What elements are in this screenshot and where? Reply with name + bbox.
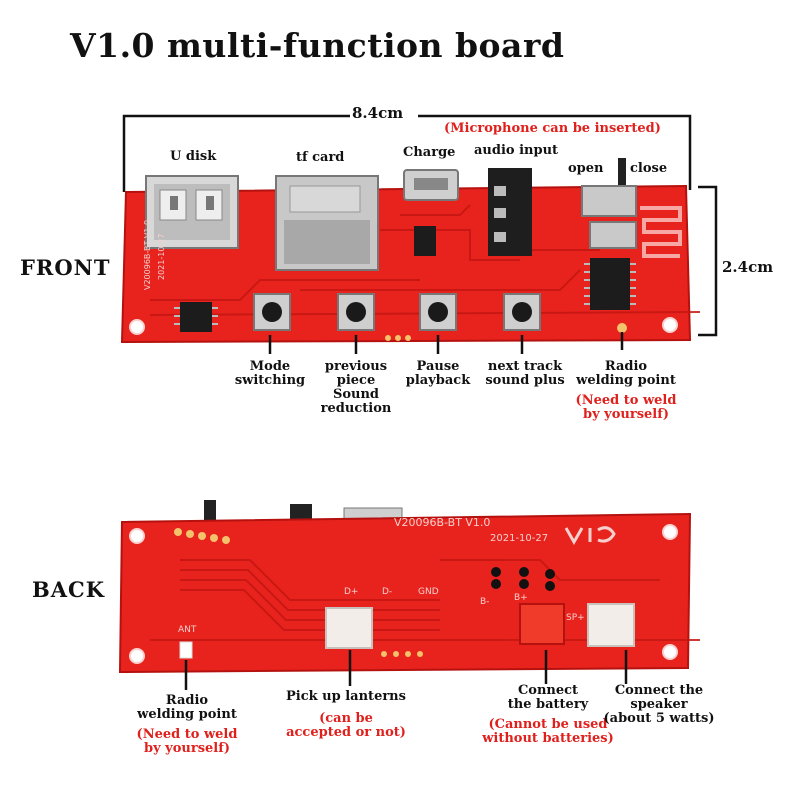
label-tf-card: tf card bbox=[296, 150, 345, 165]
chip bbox=[584, 258, 636, 310]
micro-usb-charge-port bbox=[403, 169, 459, 201]
solder-pads bbox=[385, 323, 627, 341]
audio-jack bbox=[488, 168, 532, 256]
mount-hole bbox=[129, 319, 145, 335]
label-connect-battery: Connect the battery bbox=[507, 683, 589, 712]
tactile-button-previous bbox=[337, 293, 375, 331]
label-lanterns-note: (can be accepted or not) bbox=[286, 711, 406, 740]
height-dimension-label: 2.4cm bbox=[722, 258, 774, 276]
label-mode-switching: Mode switching bbox=[234, 359, 306, 388]
pad-label-ant: ANT bbox=[178, 625, 197, 635]
mount-hole bbox=[662, 317, 678, 333]
chip bbox=[414, 226, 436, 256]
height-dimension-line bbox=[698, 185, 718, 337]
chip bbox=[174, 302, 218, 332]
label-pause-playback: Pause playback bbox=[405, 359, 471, 388]
speaker-connector bbox=[587, 603, 635, 647]
pad-label-dminus: D- bbox=[382, 587, 392, 597]
back-silkscreen-date: 2021-10-27 bbox=[490, 533, 548, 544]
width-dimension-label: 8.4cm bbox=[352, 104, 404, 122]
mount-hole bbox=[662, 524, 678, 540]
label-next-track: next track sound plus bbox=[485, 359, 565, 388]
slide-switch bbox=[581, 158, 637, 249]
label-open: open bbox=[568, 161, 604, 176]
label-u-disk: U disk bbox=[170, 149, 217, 164]
front-board: V20096B-BT V1.0 2021-10-27 bbox=[120, 158, 701, 344]
width-dimension-line bbox=[122, 114, 692, 192]
tf-card-slot bbox=[275, 175, 379, 271]
pad-label-spplus: SP+ bbox=[566, 613, 585, 623]
back-battery-pads bbox=[491, 567, 555, 591]
mount-hole bbox=[129, 648, 145, 664]
back-board: V20096B-BT V1.0 2021-10-27 ANT D+ D- GND… bbox=[118, 500, 700, 674]
pad-label-gnd: GND bbox=[418, 587, 439, 597]
lantern-connector bbox=[325, 607, 373, 649]
label-pick-up-lanterns: Pick up lanterns bbox=[286, 689, 406, 704]
antenna-trace bbox=[640, 206, 682, 258]
antenna-pad bbox=[179, 641, 193, 659]
label-battery-note: (Cannot be used without batteries) bbox=[482, 717, 614, 746]
pad-label-bplus: B+ bbox=[514, 593, 528, 603]
page-title: V1.0 multi-function board bbox=[70, 26, 565, 65]
tactile-button-next bbox=[503, 293, 541, 331]
usb-port bbox=[145, 175, 239, 249]
mount-hole bbox=[662, 644, 678, 660]
label-close: close bbox=[630, 161, 668, 176]
brand-logo bbox=[564, 526, 616, 546]
leader-lines bbox=[184, 332, 628, 690]
label-previous: previous piece Sound reduction bbox=[320, 359, 392, 416]
label-mic-note: (Microphone can be inserted) bbox=[444, 121, 661, 136]
pad-label-bminus: B- bbox=[480, 597, 489, 607]
mount-hole bbox=[129, 528, 145, 544]
label-radio-back-note: (Need to weld by yourself) bbox=[136, 727, 238, 756]
label-charge: Charge bbox=[403, 145, 456, 160]
label-radio-back: Radio welding point bbox=[137, 693, 237, 722]
front-label: FRONT bbox=[20, 255, 111, 280]
tactile-button-pause bbox=[419, 293, 457, 331]
battery-connector bbox=[519, 603, 565, 645]
label-radio-front-note: (Need to weld by yourself) bbox=[575, 393, 677, 422]
front-silkscreen-model: V20096B-BT V1.0 bbox=[143, 220, 152, 290]
label-audio-input: audio input bbox=[474, 143, 559, 158]
tactile-button-mode bbox=[253, 293, 291, 331]
back-label: BACK bbox=[32, 577, 106, 602]
front-silkscreen-date: 2021-10-27 bbox=[157, 234, 166, 281]
label-radio-front: Radio welding point bbox=[576, 359, 676, 388]
back-silkscreen-model: V20096B-BT V1.0 bbox=[394, 516, 490, 529]
label-connect-speaker: Connect the speaker (about 5 watts) bbox=[603, 683, 715, 726]
pad-label-dplus: D+ bbox=[344, 587, 358, 597]
